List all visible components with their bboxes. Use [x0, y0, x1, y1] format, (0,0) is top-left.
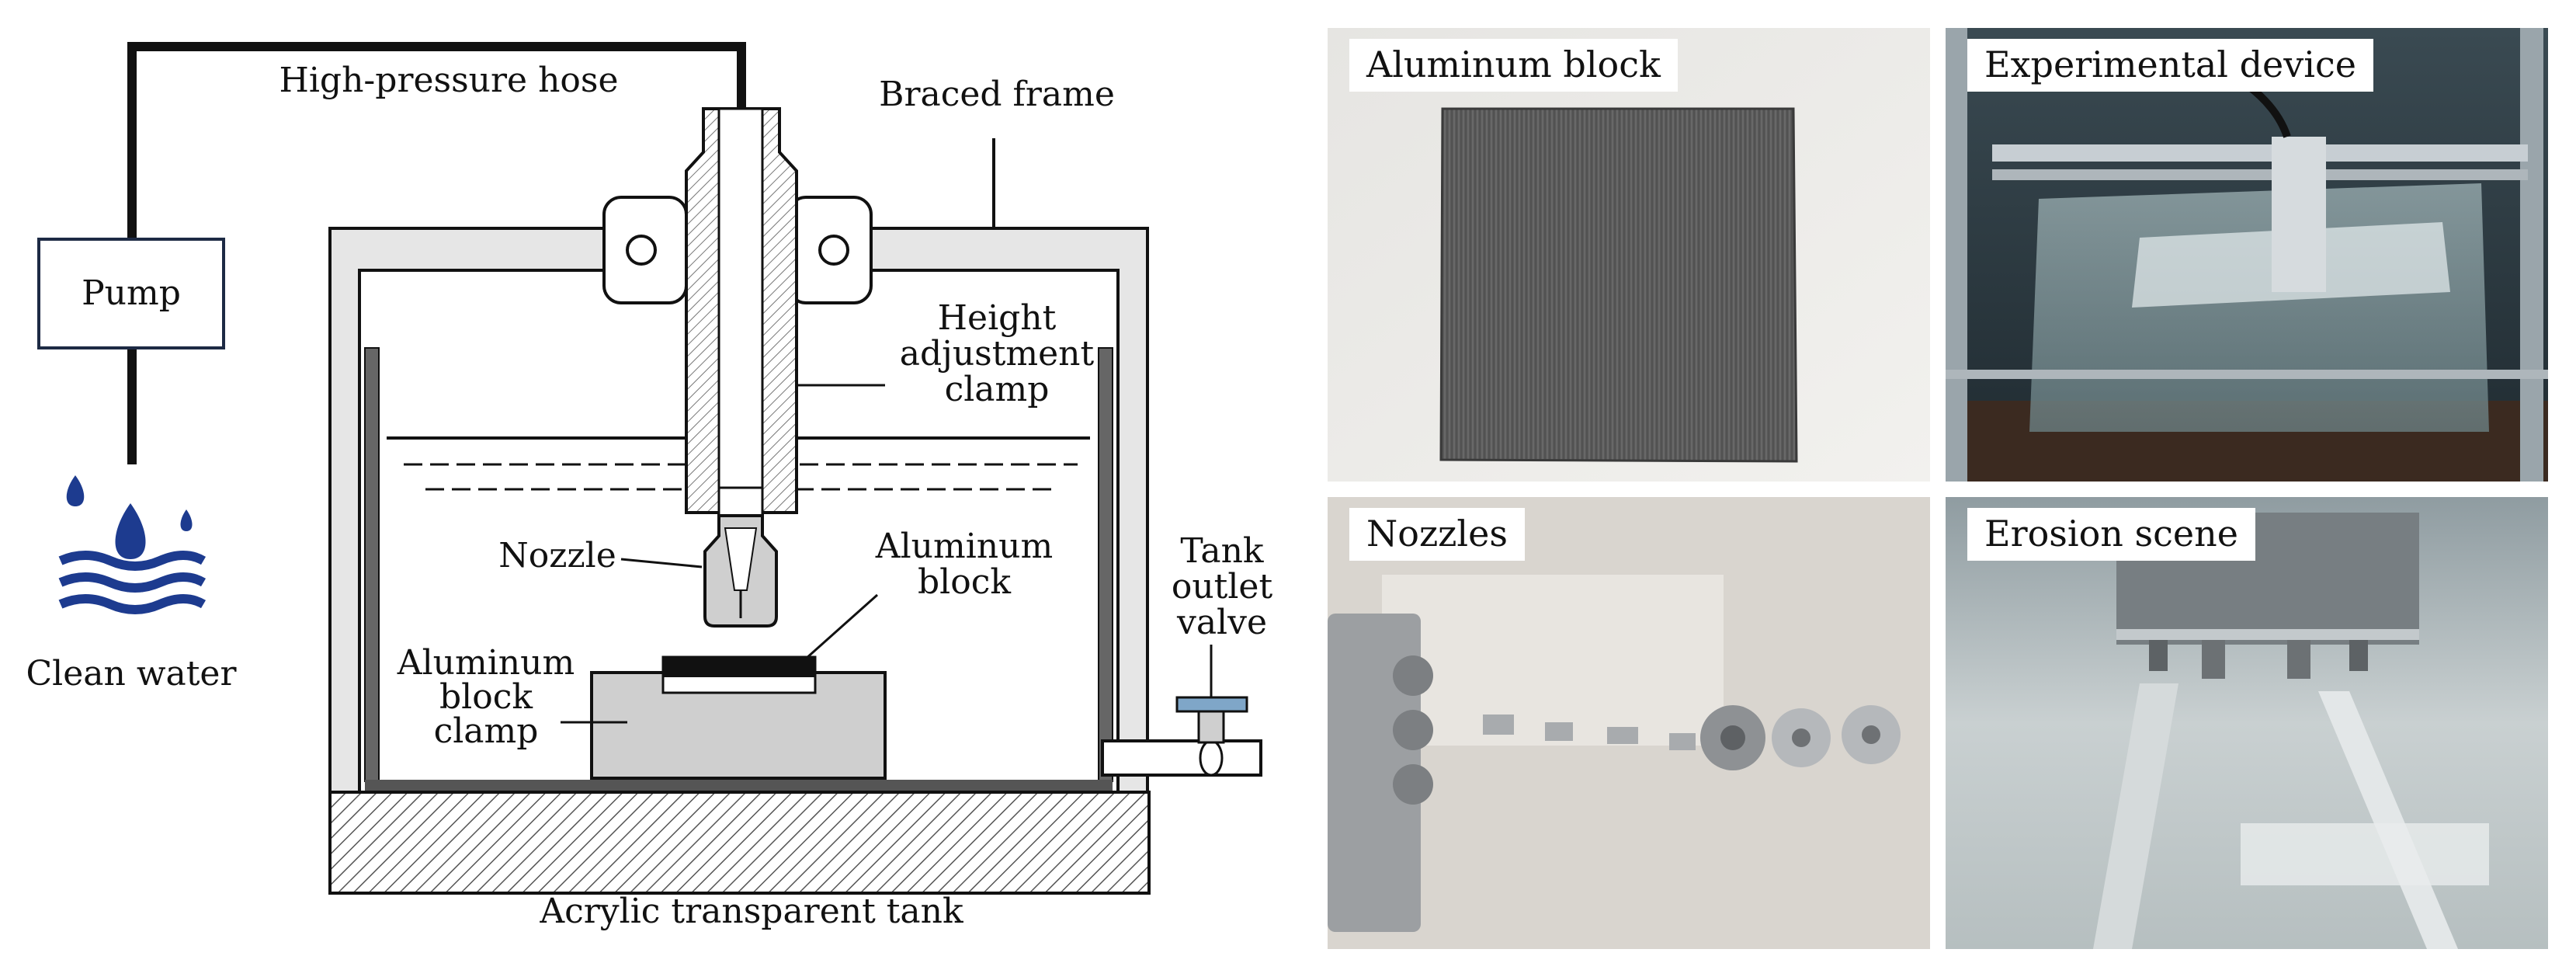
photo-experimental-device: Experimental device [1946, 28, 2548, 482]
nozzle-bore [717, 107, 764, 489]
outlet-valve-handle [1175, 696, 1248, 713]
photo-erosion-scene: Erosion scene [1946, 497, 2548, 949]
acrylic-tank-label: Acrylic transparent tank [539, 892, 963, 931]
high-pressure-hose [127, 42, 746, 239]
nozzle-label: Nozzle [498, 536, 616, 575]
nozzles-image [1328, 497, 1930, 949]
aluminum-block-top [663, 657, 815, 677]
photo-caption-aluminum-block: Aluminum block [1349, 39, 1678, 92]
water-drops-icon [58, 475, 207, 614]
aluminum-block-label-line2: block [918, 562, 1011, 602]
clamp-bolt-right [818, 235, 849, 266]
aluminum-block-leader [805, 593, 878, 660]
height-clamp-label-line2: adjustment [900, 334, 1095, 374]
experimental-device-image [1946, 28, 2548, 482]
nozzle-channel [724, 527, 758, 591]
erosion-scene-image [1946, 497, 2548, 949]
photo-nozzles: Nozzles [1328, 497, 1930, 949]
outlet-valve-stem [1197, 708, 1225, 744]
pump-box [37, 238, 225, 349]
clean-water-label: Clean water [26, 654, 238, 694]
photo-aluminum-block: Aluminum block [1328, 28, 1930, 482]
photo-caption-nozzles: Nozzles [1349, 508, 1525, 561]
block-clamp-label-line1: Aluminum [397, 643, 575, 683]
outlet-valve-label-line3: valve [1176, 603, 1267, 642]
nozzle-insert [717, 486, 764, 517]
aluminum-block-image [1328, 28, 1930, 482]
braced-frame-label: Braced frame [879, 75, 1115, 114]
photo-caption-experimental-device: Experimental device [1967, 39, 2373, 92]
height-clamp-label-line3: clamp [945, 370, 1050, 409]
block-clamp-label-line2: block [439, 677, 533, 717]
outlet-pipe [1101, 739, 1262, 777]
height-clamp-label-line1: Height [938, 298, 1057, 338]
tank-base [328, 791, 1151, 895]
tank-floor [365, 780, 1113, 792]
tank-wall-left [364, 347, 380, 782]
photo-caption-erosion-scene: Erosion scene [1967, 508, 2255, 561]
block-clamp-label-line3: clamp [434, 711, 539, 751]
outlet-valve-body [1199, 739, 1224, 777]
outlet-valve-label-line1: Tank [1180, 531, 1264, 571]
tank-wall-right [1098, 347, 1113, 782]
experimental-setup-schematic: Pump Clean water Braced frame High-press… [26, 42, 1273, 931]
aluminum-block-label-line1: Aluminum [875, 527, 1053, 566]
high-pressure-hose-label: High-pressure hose [279, 61, 618, 100]
outlet-valve-label-line2: outlet [1172, 567, 1273, 607]
nozzle-leader [620, 558, 703, 568]
pump-label: Pump [82, 273, 181, 313]
clamp-bolt-left [626, 235, 657, 266]
